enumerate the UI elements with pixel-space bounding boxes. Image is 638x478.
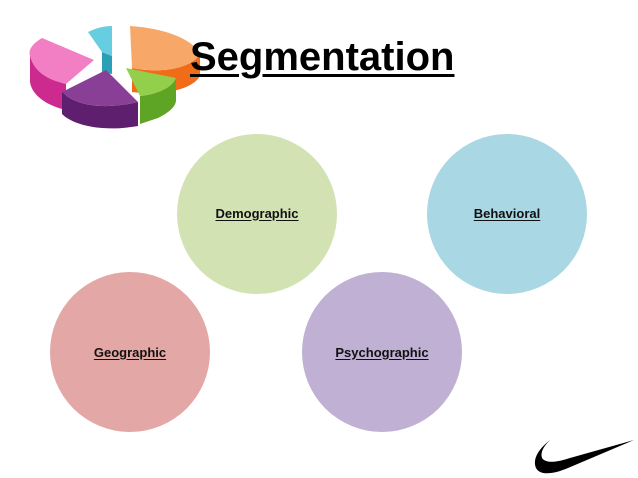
segment-circle-demographic: Demographic bbox=[177, 134, 337, 294]
pie-chart-icon bbox=[29, 26, 200, 129]
pie-slice-cyan-top bbox=[88, 26, 112, 56]
pie-slice-pink-top bbox=[29, 38, 94, 84]
segment-label-behavioral: Behavioral bbox=[473, 205, 541, 221]
segment-circle-geographic: Geographic bbox=[50, 272, 210, 432]
pie-slice-purple-top bbox=[62, 70, 138, 107]
pie-slice-cyan-side bbox=[102, 52, 112, 74]
segment-circle-psychographic: Psychographic bbox=[302, 272, 462, 432]
segment-label-psychographic: Psychographic bbox=[335, 344, 429, 360]
segment-label-geographic: Geographic bbox=[93, 344, 167, 360]
pie-slice-purple-side bbox=[62, 92, 138, 129]
swoosh-logo bbox=[534, 440, 634, 474]
swoosh-logo-shape bbox=[534, 440, 634, 474]
segment-circle-behavioral: Behavioral bbox=[427, 134, 587, 294]
pie-slice-orange-top bbox=[130, 26, 200, 71]
pie-slice-green-top bbox=[126, 68, 176, 96]
slide-title: Segmentation bbox=[190, 35, 455, 79]
pie-slice-green-side bbox=[140, 78, 176, 124]
segment-label-demographic: Demographic bbox=[215, 205, 299, 221]
